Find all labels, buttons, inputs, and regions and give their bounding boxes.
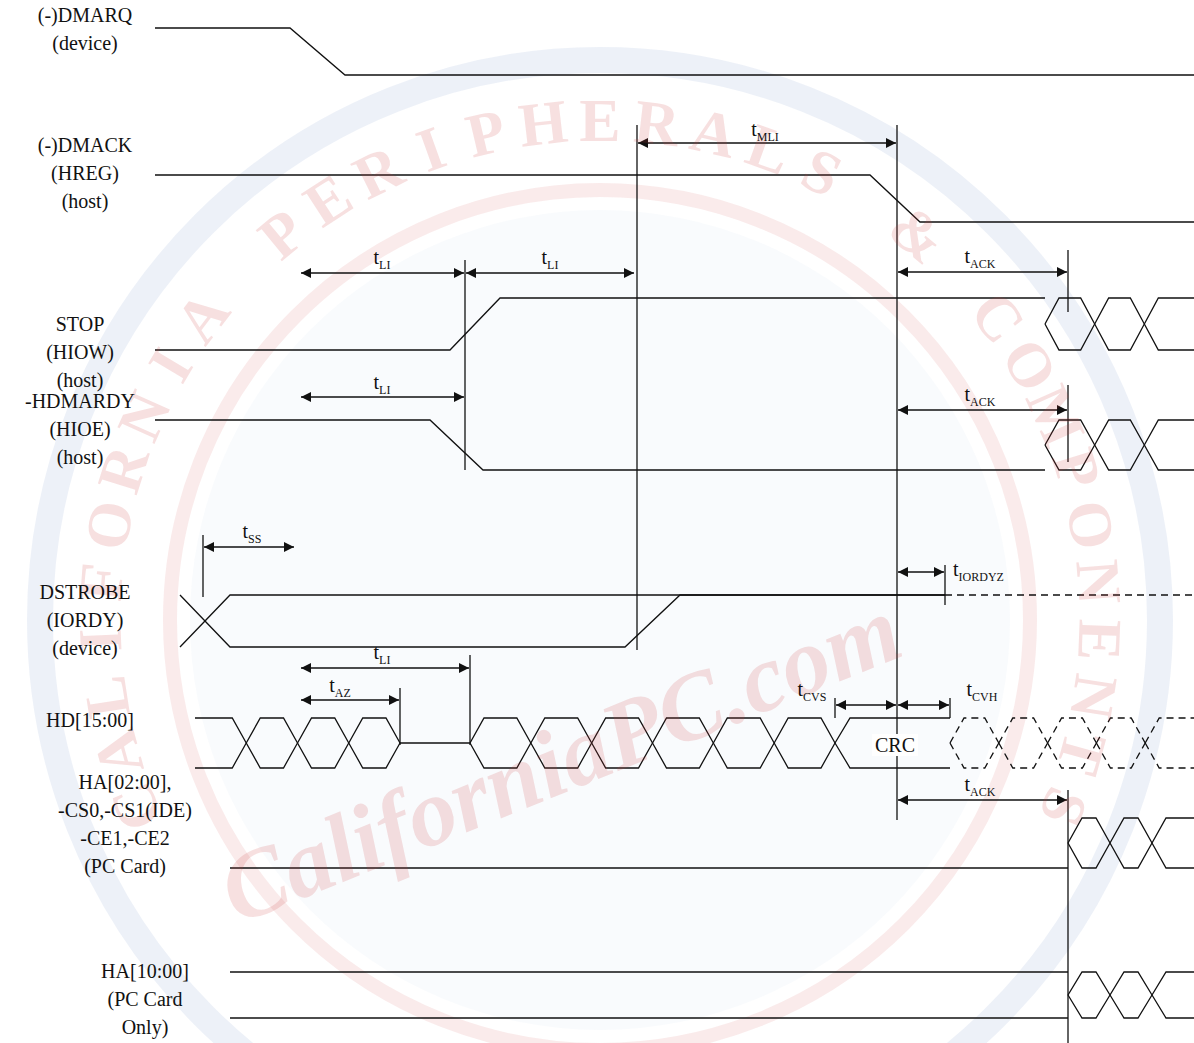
- signal-waveform: [195, 718, 246, 743]
- reference-line: [399, 688, 400, 745]
- watermark-ring: [170, 190, 1030, 1043]
- signal-waveform: [230, 1017, 1068, 1018]
- signal-waveform: [195, 743, 246, 768]
- reference-line: [464, 260, 465, 470]
- signal-waveform: [713, 743, 774, 768]
- signal-waveform: [400, 742, 470, 743]
- reference-line: [944, 565, 945, 605]
- signal-waveform: [1144, 420, 1194, 445]
- signal-waveform: [1068, 995, 1110, 1018]
- timing-parameter: tLI: [374, 371, 391, 396]
- field-label: CRC: [872, 734, 918, 756]
- timing-parameter: tCVH: [967, 678, 998, 703]
- timing-arrow: [898, 571, 944, 572]
- signal-waveform: [774, 718, 835, 743]
- signal-name: HA[10:00] (PC Card Only): [101, 957, 189, 1041]
- watermark-disc: [190, 210, 1010, 1030]
- signal-name: DSTROBE (IORDY) (device): [39, 578, 130, 662]
- signal-waveform: [1095, 324, 1145, 350]
- timing-parameter: tLI: [374, 246, 391, 271]
- signal-waveform: [774, 743, 835, 768]
- signal-waveform: [1110, 818, 1152, 843]
- signal-waveform: [349, 718, 400, 743]
- signal-waveform: [1095, 420, 1145, 445]
- reference-line: [949, 698, 950, 718]
- signal-name: -HDMARDY (HIOE) (host): [25, 387, 135, 471]
- signal-waveform: [298, 743, 349, 768]
- signal-waveform: [155, 298, 1045, 350]
- watermark: CaliforniaPC.com: [207, 580, 913, 940]
- timing-parameter: tAZ: [329, 674, 351, 699]
- timing-arrow: [836, 704, 896, 705]
- signal-waveform: [155, 28, 1194, 75]
- signal-waveform: [1144, 298, 1194, 324]
- timing-parameter: tACK: [965, 245, 996, 270]
- timing-parameter: tMLI: [751, 118, 779, 143]
- timing-parameter: tLI: [542, 246, 559, 271]
- signal-waveform: [1110, 995, 1152, 1018]
- signal-waveform-tristate: [1145, 718, 1194, 743]
- signal-waveform: [349, 743, 400, 768]
- timing-arrow: [301, 396, 464, 397]
- signal-waveform: [1144, 445, 1194, 470]
- signal-waveform: [1144, 324, 1194, 350]
- signal-waveform: [1095, 298, 1145, 324]
- signal-waveform: [1045, 298, 1095, 324]
- signal-waveform: [155, 420, 1045, 470]
- timing-arrow: [301, 667, 469, 668]
- signal-waveform-tristate: [1145, 743, 1194, 768]
- signal-waveform: [1068, 972, 1110, 995]
- timing-parameter: tSS: [243, 520, 262, 545]
- timing-parameter: tIORDYZ: [953, 558, 1004, 583]
- timing-parameter: tCVS: [798, 678, 827, 703]
- signal-waveform: [246, 743, 297, 768]
- reference-line: [834, 698, 835, 718]
- signal-waveform: [1152, 972, 1194, 995]
- signal-name: (-)DMACK (HREG) (host): [38, 131, 132, 215]
- signal-name: (-)DMARQ (device): [38, 1, 132, 57]
- reference-line: [469, 655, 470, 745]
- reference-line: [636, 125, 637, 650]
- timing-arrow: [301, 699, 399, 700]
- signal-waveform: [1152, 995, 1194, 1018]
- timing-parameter: tACK: [965, 383, 996, 408]
- signal-waveform: [1110, 972, 1152, 995]
- timing-arrow: [301, 272, 464, 273]
- signal-waveform: [1152, 818, 1194, 843]
- signal-waveform-tristate: [950, 718, 999, 743]
- signal-waveform-tristate: [950, 743, 999, 768]
- timing-parameter: tLI: [374, 641, 391, 666]
- signal-waveform-tristate: [999, 718, 1048, 743]
- signal-waveform-tristate: [999, 743, 1048, 768]
- signal-waveform: [1110, 843, 1152, 868]
- signal-name: STOP (HIOW) (host): [46, 310, 114, 394]
- signal-name: HD[15:00]: [46, 706, 134, 734]
- signal-waveform: [1068, 843, 1110, 868]
- signal-waveform: [230, 971, 1068, 972]
- timing-arrow: [466, 272, 634, 273]
- reference-line: [1067, 250, 1068, 312]
- signal-waveform: [246, 718, 297, 743]
- timing-arrow: [204, 546, 294, 547]
- watermark-ring: [40, 60, 1160, 1043]
- signal-name: HA[02:00], -CS0,-CS1(IDE) -CE1,-CE2 (PC …: [58, 768, 192, 880]
- signal-waveform: [298, 718, 349, 743]
- timing-parameter: tACK: [965, 773, 996, 798]
- signal-waveform: [1152, 843, 1194, 868]
- reference-line: [202, 535, 203, 597]
- timing-arrow: [898, 704, 949, 705]
